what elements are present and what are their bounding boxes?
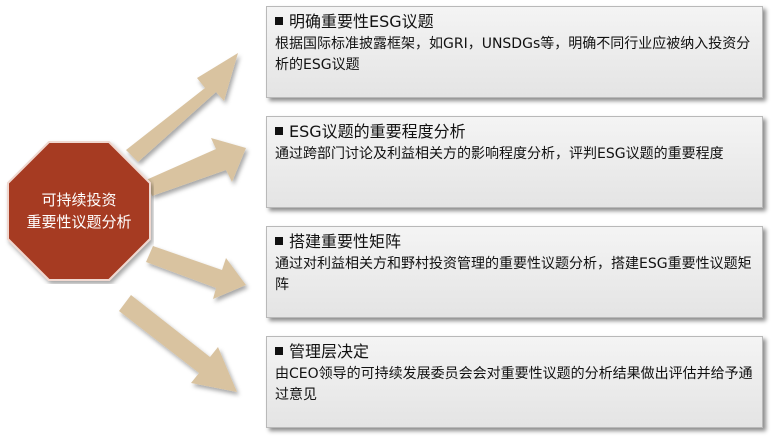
hub-octagon-shape — [7, 141, 151, 281]
bullet-icon — [275, 17, 283, 25]
step-description: 通过对利益相关方和野村投资管理的重要性议题分析，搭建ESG重要性议题矩阵 — [275, 256, 752, 293]
step-card-2: ESG议题的重要程度分析 通过跨部门讨论及利益相关方的影响程度分析，评判ESG议… — [266, 116, 763, 208]
central-hub: 可持续投资 重要性议题分析 — [4, 138, 154, 284]
bullet-icon — [275, 237, 283, 245]
arrow-to-step-1 — [126, 53, 238, 162]
step-title: 管理层决定 — [289, 342, 370, 361]
arrow-to-step-2 — [146, 138, 246, 196]
arrow-to-step-4 — [119, 295, 237, 392]
step-description: 根据国际标准披露框架，如GRI，UNSDGs等，明确不同行业应被纳入投资分析的E… — [275, 36, 751, 73]
step-description: 由CEO领导的可持续发展委员会会对重要性议题的分析结果做出评估并给予通过意见 — [275, 366, 753, 403]
step-card-4: 管理层决定 由CEO领导的可持续发展委员会会对重要性议题的分析结果做出评估并给予… — [266, 336, 763, 428]
arrow-to-step-3 — [146, 246, 246, 299]
step-card-1: 明确重要性ESG议题 根据国际标准披露框架，如GRI，UNSDGs等，明确不同行… — [266, 6, 763, 98]
step-card-3: 搭建重要性矩阵 通过对利益相关方和野村投资管理的重要性议题分析，搭建ESG重要性… — [266, 226, 763, 318]
hub-title-line-1: 可持续投资 — [41, 191, 117, 209]
hub-title-line-2: 重要性议题分析 — [26, 213, 132, 231]
bullet-icon — [275, 127, 283, 135]
step-title: 明确重要性ESG议题 — [289, 12, 434, 31]
step-description: 通过跨部门讨论及利益相关方的影响程度分析，评判ESG议题的重要程度 — [275, 146, 724, 162]
step-title: ESG议题的重要程度分析 — [289, 122, 466, 141]
bullet-icon — [275, 347, 283, 355]
step-title: 搭建重要性矩阵 — [289, 232, 402, 251]
